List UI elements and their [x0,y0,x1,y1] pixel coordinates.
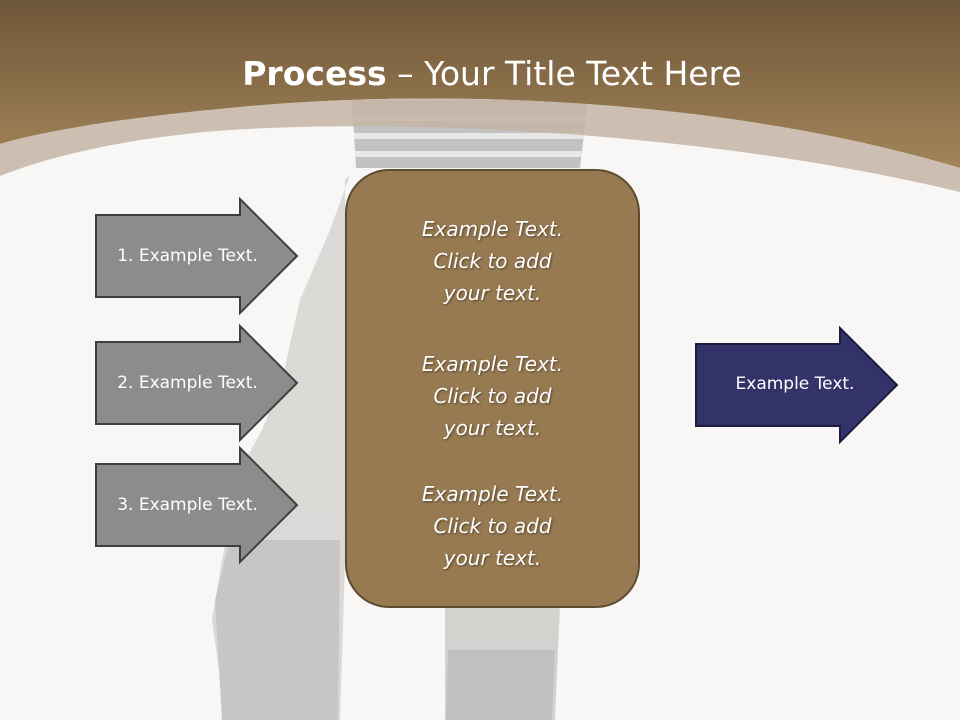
center-block-2: Example Text. Click to add your text. [345,348,640,444]
arrow-step-1-label: 1. Example Text. [117,246,258,266]
center-block-line: your text. [443,546,542,570]
center-block-line: your text. [443,281,542,305]
center-block-3: Example Text. Click to add your text. [345,478,640,574]
arrow-step-3 [95,445,299,565]
center-block-line: Example Text. [421,482,564,506]
center-block-line: Example Text. [421,217,564,241]
center-block-line: your text. [443,416,542,440]
center-block-line: Click to add [433,249,552,273]
center-block-line: Click to add [433,514,552,538]
center-block-line: Example Text. [421,352,564,376]
background-photo [212,100,588,720]
slide-title: Process – Your Title Text Here [0,50,960,98]
arrow-result-label: Example Text. [735,374,855,394]
center-block-line: Click to add [433,384,552,408]
title-rest: – Your Title Text Here [386,54,742,93]
arrow-step-3-label: 3. Example Text. [117,495,258,515]
center-block-1: Example Text. Click to add your text. [345,213,640,309]
arrow-step-1 [95,196,299,316]
header-band [0,0,960,168]
title-bold: Process [242,54,387,93]
center-text-box [345,169,640,608]
arrow-step-2 [95,323,299,443]
arrow-result [695,325,899,445]
arrow-step-2-label: 2. Example Text. [117,373,258,393]
header-wave [0,98,960,192]
